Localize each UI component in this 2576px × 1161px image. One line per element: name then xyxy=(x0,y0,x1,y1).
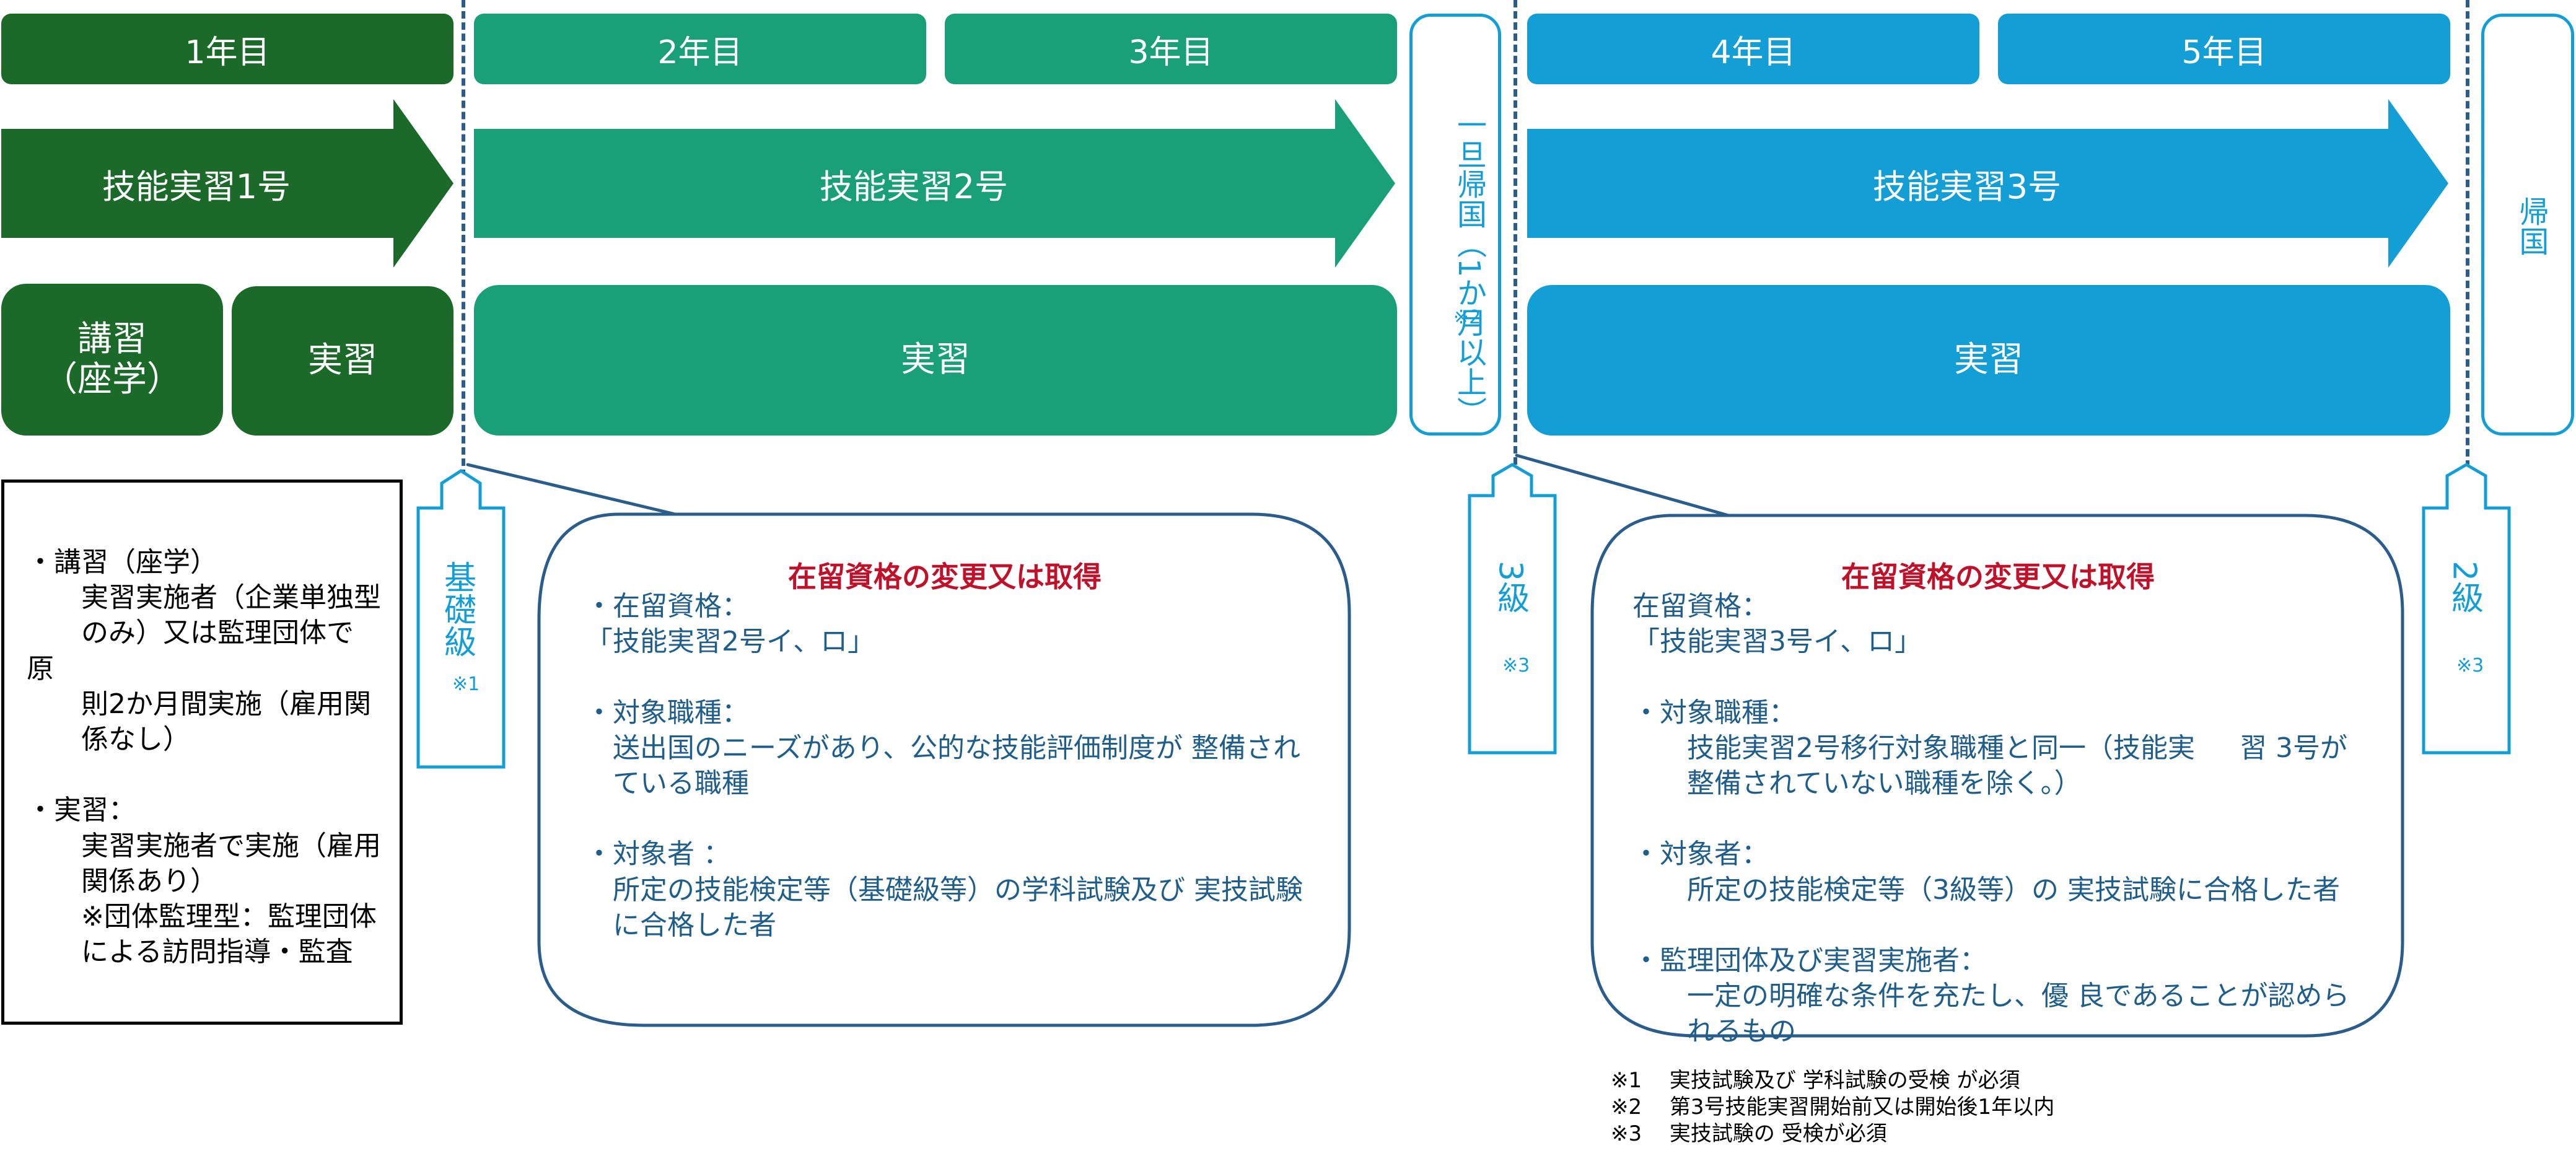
left-note-box: ・講習（座学） 実習実施者（企業単独型 のみ）又は監理団体で 原 則2か月間実施… xyxy=(1,480,403,1025)
temporary-return-box: 一旦帰国（1か月以上） ※2 xyxy=(1409,14,1501,436)
practice-block-2: 実習 xyxy=(474,285,1397,436)
practice-block-1: 実習 xyxy=(232,286,453,436)
footnote-1: ※1 実技試験及び 学科試験の受検 が必須 xyxy=(1611,1068,2020,1093)
stage-3-arrow xyxy=(1527,99,2448,268)
exam-basic-mark: ※1 xyxy=(452,673,480,695)
divider-2 xyxy=(1514,0,1517,465)
footnote-2: ※2 第3号技能実習開始前又は開始後1年以内 xyxy=(1611,1095,2055,1119)
practice-block-3: 実習 xyxy=(1527,285,2450,436)
footnote-3: ※3 実技試験の 受検が必須 xyxy=(1611,1121,1887,1146)
year-5-header: 5年目 xyxy=(1998,14,2450,84)
stage-1-label: 技能実習1号 xyxy=(102,167,291,206)
callout-2-title: 在留資格の変更又は取得 xyxy=(1841,560,2155,594)
callout-1-body: ・在留資格： 「技能実習2号イ、ロ」 ・対象職種： 送出国のニーズがあり、公的な… xyxy=(585,590,1303,941)
stage-2-arrow xyxy=(474,99,1395,268)
exam-level2-label: 2級 xyxy=(2445,561,2483,614)
divider-3 xyxy=(2466,0,2469,468)
lecture-block: 講習 （座学） xyxy=(1,284,223,436)
stage-2-label: 技能実習2号 xyxy=(819,167,1009,206)
return-home-box: 帰国 xyxy=(2481,14,2574,436)
return-home-text: 帰国 xyxy=(2513,196,2549,256)
year-3-header: 3年目 xyxy=(945,14,1397,84)
exam-level3-label: 3級 xyxy=(1491,561,1529,614)
exam-arrow-level3 xyxy=(1468,463,1557,755)
callout-2-body: 在留資格： 「技能実習3号イ、ロ」 ・対象職種： 技能実習2号移行対象職種と同一… xyxy=(1632,590,2350,1048)
callout-1-bubble xyxy=(466,463,1351,1027)
exam-level3-mark: ※3 xyxy=(1502,655,1530,677)
temporary-return-text: 一旦帰国（1か月以上） xyxy=(1452,110,1486,426)
exam-basic-label: 基礎級 xyxy=(438,561,476,657)
year-1-header: 1年目 xyxy=(1,14,453,84)
stage-3-label: 技能実習3号 xyxy=(1872,167,2062,206)
divider-1 xyxy=(462,0,465,477)
exam-level2-mark: ※3 xyxy=(2456,655,2484,677)
temporary-return-mark: ※2 xyxy=(1453,307,1481,328)
stage-1-arrow xyxy=(1,99,453,268)
exam-arrow-basic xyxy=(416,469,506,769)
callout-2-bubble xyxy=(1515,453,2404,1038)
year-4-header: 4年目 xyxy=(1527,14,1979,84)
exam-arrow-level2 xyxy=(2422,463,2511,755)
year-2-header: 2年目 xyxy=(474,14,926,84)
stage-arrows xyxy=(1,99,2448,268)
callout-1-title: 在留資格の変更又は取得 xyxy=(788,560,1102,594)
